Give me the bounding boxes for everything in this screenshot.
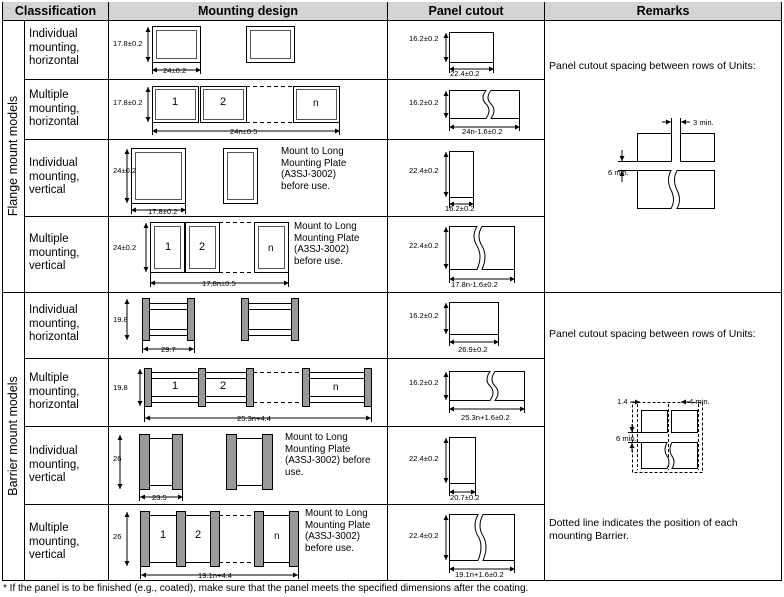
dim-label: 1.4 <box>617 397 628 406</box>
unit-number: 1 <box>172 96 179 108</box>
flange-unit-drawing <box>152 86 340 123</box>
unit-number: n <box>274 531 280 542</box>
dim-label: 19.1n+1.6±0.2 <box>455 570 504 579</box>
dim-label: 26 <box>113 454 122 463</box>
dim-label: 22.4±0.2 <box>409 166 439 175</box>
dim-label: 17.8n-1.6±0.2 <box>451 280 498 289</box>
dim-label: 17.8±0.2 <box>113 98 143 107</box>
unit-number: 1 <box>172 380 179 392</box>
dim-label: 16.2±0.2 <box>409 378 439 387</box>
header-classification: Classification <box>3 2 108 20</box>
dim-label: 22.4±0.2 <box>450 69 480 78</box>
barrier-spacing-diagram <box>628 399 703 473</box>
remark-barrier-dotted: Dotted line indicates the position of ea… <box>549 517 738 542</box>
dim-label: 20.7±0.2 <box>450 493 480 502</box>
dim-label: 29.7 <box>161 345 176 354</box>
dim-label: 16.2±0.2 <box>409 98 439 107</box>
dim-label: 17.8±0.2 <box>148 207 178 216</box>
footnote: * If the panel is to be finished (e.g., … <box>3 583 529 594</box>
remark-barrier-spacing: Panel cutout spacing between rows of Uni… <box>549 328 756 340</box>
dim-label: 22.4±0.2 <box>409 531 439 540</box>
dim-label: 22.4±0.2 <box>409 241 439 250</box>
header-remarks: Remarks <box>545 2 781 20</box>
dim-label: 24n±0.5 <box>230 127 258 136</box>
unit-number: n <box>268 243 274 254</box>
dim-label: 19.8 <box>113 315 128 324</box>
unit-number: 1 <box>165 241 172 253</box>
dim-label: 26.9±0.2 <box>458 345 488 354</box>
dim-label: 16.2±0.2 <box>445 204 475 213</box>
header-panel-cutout: Panel cutout <box>388 2 544 20</box>
dim-label: 24±0.2 <box>113 243 137 252</box>
flange-unit-drawing <box>152 26 295 63</box>
unit-number: 2 <box>220 380 227 392</box>
dim-label: 19.8 <box>113 383 128 392</box>
dim-label: 24±0.2 <box>113 166 137 175</box>
barrier-unit-drawing <box>142 298 299 341</box>
dim-label: 6 min. <box>608 168 629 177</box>
dim-label: 17.8±0.2 <box>113 39 143 48</box>
dim-label: 25.3n+1.6±0.2 <box>461 413 510 422</box>
dim-label: 16.2±0.2 <box>409 311 439 320</box>
unit-number: 2 <box>199 241 206 253</box>
flange-unit-drawing <box>150 222 289 273</box>
dim-label: 24n-1.6±0.2 <box>462 127 503 136</box>
dim-label: 17.8n±0.5 <box>202 279 236 288</box>
dim-label: 26 <box>113 532 122 541</box>
dim-label: 23.5 <box>152 493 167 502</box>
dim-label: 6 min. <box>616 434 637 443</box>
flange-spacing-diagram <box>618 118 715 209</box>
dim-label: 19.1n+4.4 <box>198 571 232 580</box>
unit-number: n <box>333 382 339 393</box>
barrier-unit-drawing <box>139 434 273 490</box>
header-mounting-design: Mounting design <box>109 2 387 20</box>
remark-flange-spacing: Panel cutout spacing between rows of Uni… <box>549 60 756 72</box>
unit-number: 2 <box>220 96 227 108</box>
dim-label: 16.2±0.2 <box>409 34 439 43</box>
barrier-unit-drawing <box>144 368 372 407</box>
barrier-unit-drawing <box>140 511 299 567</box>
flange-unit-drawing <box>131 148 258 204</box>
unit-number: n <box>313 98 319 109</box>
dim-label: 24±0.2 <box>163 66 187 75</box>
dim-label: 3 min. <box>693 118 714 127</box>
unit-number: 1 <box>160 529 167 541</box>
dim-label: 4 min. <box>689 397 710 406</box>
dim-label: 22.4±0.2 <box>409 454 439 463</box>
unit-number: 2 <box>195 529 202 541</box>
dim-label: 25.3n+4.4 <box>237 414 271 423</box>
